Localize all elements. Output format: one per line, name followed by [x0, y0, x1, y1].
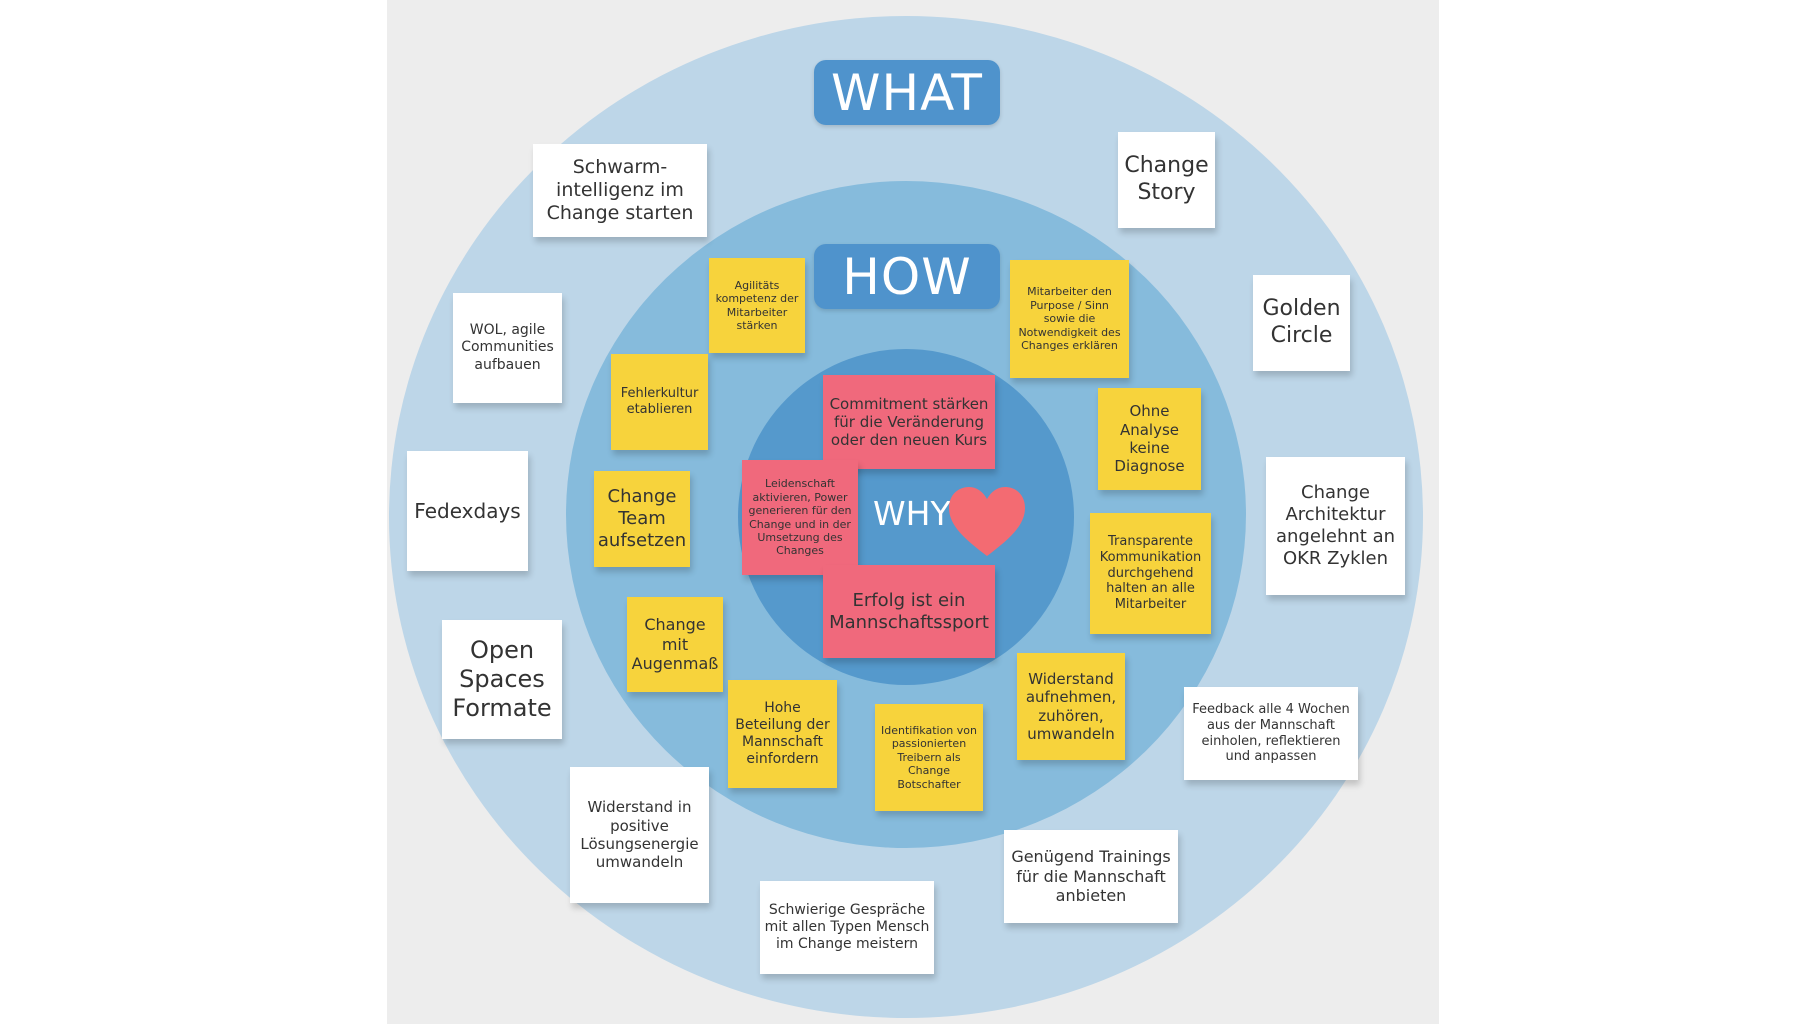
- how-note: Transparente Kommunikation durchgehend h…: [1090, 513, 1211, 634]
- what-note: WOL, agile Communities aufbauen: [453, 293, 562, 403]
- what-note: Change Story: [1118, 132, 1215, 228]
- what-title: WHAT: [814, 60, 1000, 125]
- what-note: Open Spaces Formate: [442, 620, 562, 739]
- how-note: Change Team aufsetzen: [594, 471, 690, 567]
- what-note: Change Architektur angelehnt an OKR Zykl…: [1266, 457, 1405, 595]
- heart-icon: [949, 487, 1025, 556]
- how-note: Ohne Analyse keine Diagnose: [1098, 388, 1201, 490]
- how-note: Mitarbeiter den Purpose / Sinn sowie die…: [1010, 260, 1129, 378]
- what-note: Schwarm-intelligenz im Change starten: [533, 144, 707, 237]
- what-note: Feedback alle 4 Wochen aus der Mannschaf…: [1184, 687, 1358, 780]
- how-title: HOW: [814, 244, 1000, 309]
- why-note: Commitment stärken für die Veränderung o…: [823, 375, 995, 469]
- why-note: Leidenschaft aktivieren, Power generiere…: [742, 460, 858, 575]
- how-note: Agilitäts kompetenz der Mitarbeiter stär…: [709, 258, 805, 353]
- how-note: Identifikation von passionierten Treiber…: [875, 704, 983, 811]
- how-note: Hohe Beteilung der Mannschaft einfordern: [728, 680, 837, 788]
- why-title: WHY: [873, 494, 951, 533]
- what-note: Genügend Trainings für die Mannschaft an…: [1004, 830, 1178, 923]
- what-note: Schwierige Gespräche mit allen Typen Men…: [760, 881, 934, 974]
- how-note: Widerstand aufnehmen, zuhören, umwandeln: [1017, 653, 1125, 760]
- what-note: Golden Circle: [1253, 275, 1350, 371]
- golden-circle-canvas: WHAT HOW WHY Schwarm-intelligenz im Chan…: [387, 0, 1439, 1024]
- how-note: Change mit Augenmaß: [627, 597, 723, 692]
- how-note: Fehlerkultur etablieren: [611, 354, 708, 450]
- what-note: Widerstand in positive Lösungsenergie um…: [570, 767, 709, 903]
- what-note: Fedexdays: [407, 451, 528, 571]
- why-note: Erfolg ist ein Mannschaftssport: [823, 565, 995, 658]
